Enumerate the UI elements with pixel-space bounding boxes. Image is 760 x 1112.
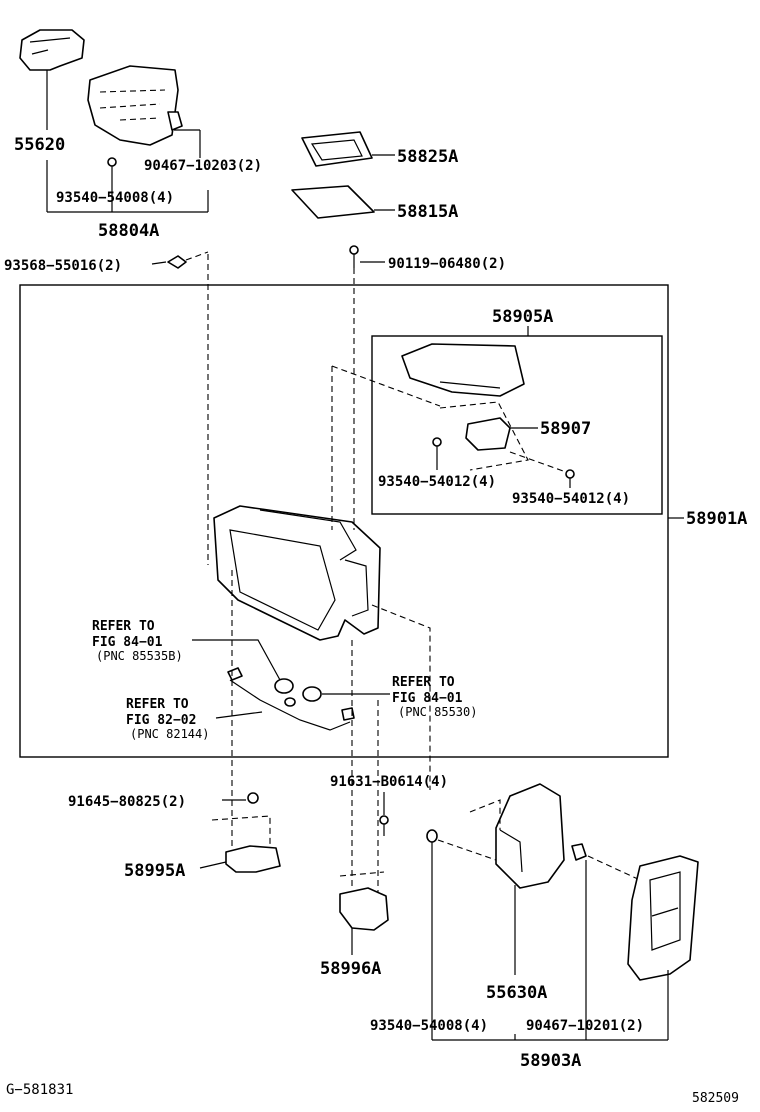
label-93540-54008-top: 93540−54008(4) (56, 190, 174, 206)
part-58995A-drawing (211, 815, 281, 873)
refer2-line1: REFER TO (392, 675, 455, 690)
label-55630A: 55630A (486, 983, 547, 1003)
label-58907: 58907 (540, 419, 591, 439)
part-58825A-drawing (301, 131, 373, 167)
refer1-line1: REFER TO (92, 619, 155, 634)
label-93568-55016: 93568−55016(2) (4, 258, 122, 274)
assembly-frame-58901A (19, 284, 669, 758)
part-58903A-drawing (627, 855, 699, 981)
refer3-line3: (PNC 82144) (130, 727, 209, 741)
label-58996A: 58996A (320, 959, 381, 979)
part-58815A-drawing (291, 185, 375, 219)
label-58815A: 58815A (397, 202, 458, 222)
clip-icon-90467-bottom (571, 843, 587, 861)
refer3-line2: FIG 82−02 (126, 713, 196, 728)
armrest-lid-drawing (401, 343, 525, 397)
label-58825A: 58825A (397, 147, 458, 167)
label-58995A: 58995A (124, 861, 185, 881)
clip-icon-93568 (167, 255, 187, 269)
refer3-line1: REFER TO (126, 697, 189, 712)
screw-icon-91631 (379, 815, 389, 836)
screw-icon-54012b (565, 469, 575, 488)
part-55620-drawing (19, 29, 85, 71)
label-93540-54012-b: 93540−54012(4) (512, 491, 630, 507)
label-93540-54008-bottom: 93540−54008(4) (370, 1018, 488, 1034)
label-58901A: 58901A (686, 509, 747, 529)
refer2-line3: (PNC 85530) (398, 705, 477, 719)
part-58804A-drawing (87, 65, 183, 146)
screw-icon-54012a (432, 437, 442, 470)
lamp-socket-icons (227, 667, 355, 731)
screw-icon-top (107, 157, 117, 182)
screw-icon-91645 (247, 792, 259, 804)
drawing-number: 582509 (692, 1091, 739, 1106)
figure-code: G−581831 (6, 1082, 73, 1098)
label-58804A: 58804A (98, 221, 159, 241)
refer1-line2: FIG 84−01 (92, 635, 163, 650)
label-91631-b0614: 91631−B0614(4) (330, 774, 448, 790)
clip-icon-93540-bottom (426, 829, 438, 843)
hinge-58907-drawing (439, 401, 529, 471)
subassembly-frame-58905A (371, 335, 663, 515)
label-90467-10201: 90467−10201(2) (526, 1018, 644, 1034)
console-box-drawing (213, 505, 381, 641)
label-90467-10203: 90467−10203(2) (144, 158, 262, 174)
label-55620: 55620 (14, 135, 65, 155)
label-58905A: 58905A (492, 307, 553, 327)
refer2-line2: FIG 84−01 (392, 691, 463, 706)
label-58903A: 58903A (520, 1051, 581, 1071)
screw-icon-90119 (349, 245, 359, 268)
part-55630A-drawing (469, 783, 565, 889)
label-93540-54012-a: 93540−54012(4) (378, 474, 496, 490)
part-58996A-drawing (339, 871, 389, 931)
label-91645-80825: 91645−80825(2) (68, 794, 186, 810)
refer1-line3: (PNC 85535B) (96, 649, 183, 663)
label-90119-06480: 90119−06480(2) (388, 256, 506, 272)
